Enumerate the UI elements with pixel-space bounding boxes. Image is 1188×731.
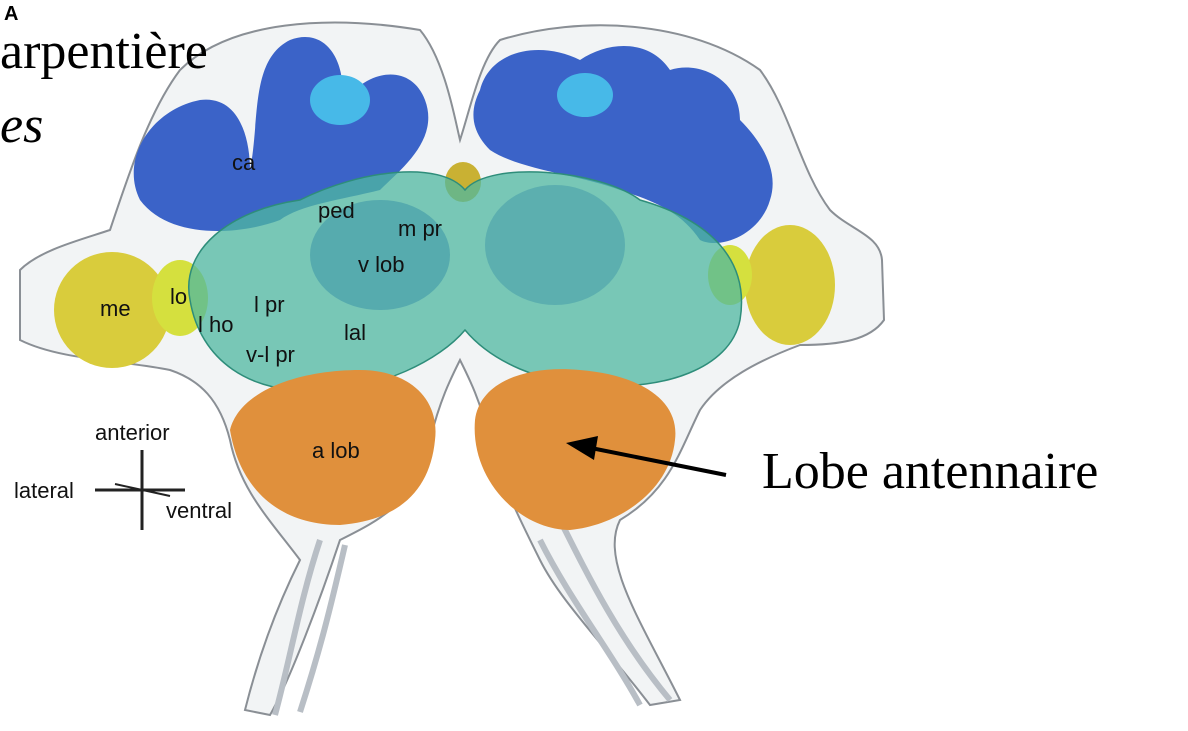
label-a-lob: a lob	[312, 438, 360, 463]
label-l-ho: l ho	[198, 312, 233, 337]
label-ventral: ventral	[166, 498, 232, 523]
label-ca: ca	[232, 150, 256, 175]
panel-letter: A	[4, 3, 18, 25]
brain-outer-shell	[20, 23, 884, 715]
overlay-title-line2: es	[0, 97, 43, 154]
label-lateral: lateral	[14, 478, 74, 503]
label-lo: lo	[170, 284, 187, 309]
right-medulla	[745, 225, 835, 345]
orientation-compass: anterior lateral ventral	[14, 420, 232, 530]
callout-label: Lobe antennaire	[762, 443, 1098, 500]
label-m-pr: m pr	[398, 216, 442, 241]
label-lal: lal	[344, 320, 366, 345]
label-l-pr: l pr	[254, 292, 285, 317]
label-ped: ped	[318, 198, 355, 223]
label-vl-pr: v-l pr	[246, 342, 295, 367]
label-me: me	[100, 296, 131, 321]
label-v-lob: v lob	[358, 252, 404, 277]
overlay-title-line1: arpentière	[0, 23, 208, 80]
right-antennal-lobe	[475, 369, 676, 530]
label-anterior: anterior	[95, 420, 170, 445]
